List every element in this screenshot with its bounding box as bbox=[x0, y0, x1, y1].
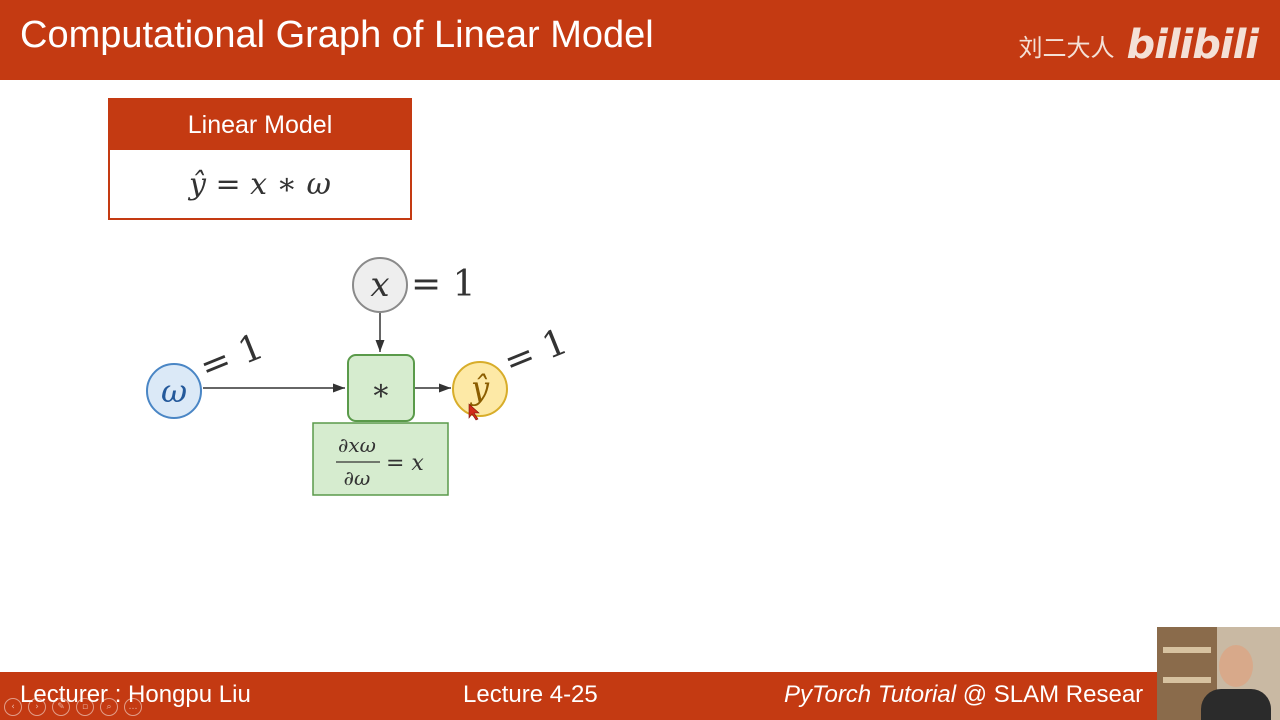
course-name-rest: @ SLAM Resear bbox=[956, 681, 1144, 708]
w-node bbox=[146, 363, 202, 419]
slide-footer: Lecturer : Hongpu Liu Lecture 4-25 PyTor… bbox=[0, 672, 1280, 720]
presenter-webcam bbox=[1157, 627, 1280, 720]
local-gradient-box bbox=[312, 422, 449, 496]
slideshow-controls: ‹ › ✎ ▫ ⌕ … bbox=[4, 698, 142, 716]
previous-slide-icon[interactable]: ‹ bbox=[4, 698, 22, 716]
linear-model-box: Linear Model ŷ = x ∗ ω bbox=[108, 98, 412, 220]
pen-icon[interactable]: ✎ bbox=[52, 698, 70, 716]
course-label: PyTorch Tutorial @ SLAM Resear bbox=[784, 681, 1143, 709]
w-value-label: = 1 bbox=[194, 326, 269, 388]
webcam-shelf-board bbox=[1163, 677, 1211, 683]
bilibili-logo: bilibili bbox=[1126, 22, 1259, 68]
presenter-body bbox=[1201, 689, 1271, 720]
gradient-denominator: ∂ω bbox=[344, 466, 371, 490]
slide-title: Computational Graph of Linear Model bbox=[20, 14, 654, 56]
brand-watermark: 刘二大人 bilibili bbox=[1018, 22, 1259, 68]
yhat-value-label: = 1 bbox=[498, 321, 573, 383]
presenter-head bbox=[1219, 645, 1253, 687]
linear-model-title: Linear Model bbox=[110, 100, 410, 150]
yhat-node bbox=[452, 361, 508, 417]
linear-model-equation: ŷ = x ∗ ω bbox=[188, 166, 331, 202]
more-options-icon[interactable]: … bbox=[124, 698, 142, 716]
multiply-op-label: ∗ bbox=[371, 373, 391, 408]
x-value-label: = 1 bbox=[411, 264, 476, 305]
next-slide-icon[interactable]: › bbox=[28, 698, 46, 716]
multiply-op-node bbox=[347, 354, 415, 422]
lecture-number: Lecture 4-25 bbox=[463, 681, 598, 708]
x-node bbox=[352, 257, 408, 313]
w-node-label: ω bbox=[161, 372, 187, 410]
yhat-node-label: ŷ bbox=[469, 369, 490, 407]
slides-overview-icon[interactable]: ▫ bbox=[76, 698, 94, 716]
mouse-cursor-icon bbox=[468, 403, 480, 421]
author-label: 刘二大人 bbox=[1018, 33, 1115, 62]
gradient-result: = x bbox=[386, 451, 424, 476]
course-name-italic: PyTorch Tutorial bbox=[784, 681, 957, 708]
gradient-numerator: ∂xω bbox=[338, 433, 376, 457]
x-node-label: x bbox=[370, 265, 389, 305]
slide-header: Computational Graph of Linear Model 刘二大人… bbox=[0, 0, 1280, 80]
zoom-icon[interactable]: ⌕ bbox=[100, 698, 118, 716]
webcam-shelf-board bbox=[1163, 647, 1211, 653]
